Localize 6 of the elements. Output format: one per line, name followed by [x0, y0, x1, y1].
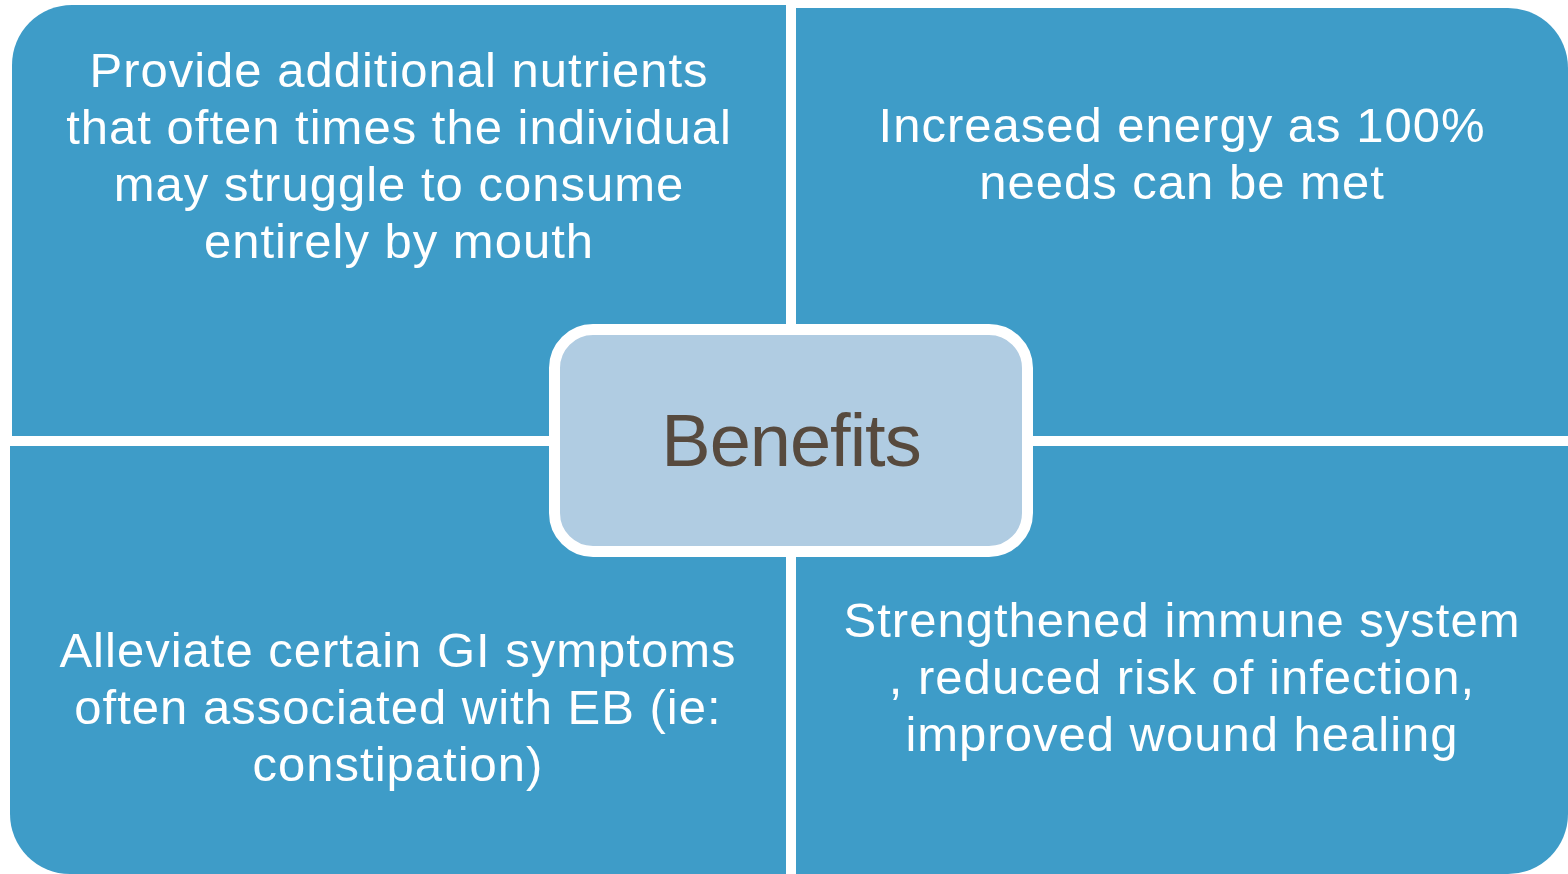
benefit-text: Alleviate certain GI symptoms often associated with EB (ie: constipation) [58, 622, 738, 793]
center-box [549, 324, 1033, 557]
benefit-text: Strengthened immune system , reduced risk of infection, improved wound healing [842, 592, 1522, 763]
center-label: Benefits [661, 398, 921, 483]
benefit-text: Provide additional nutrients that often times the individual may struggle to consume entirely by mouth [65, 42, 733, 270]
benefit-text: Increased energy as 100% needs can be met [877, 97, 1487, 211]
